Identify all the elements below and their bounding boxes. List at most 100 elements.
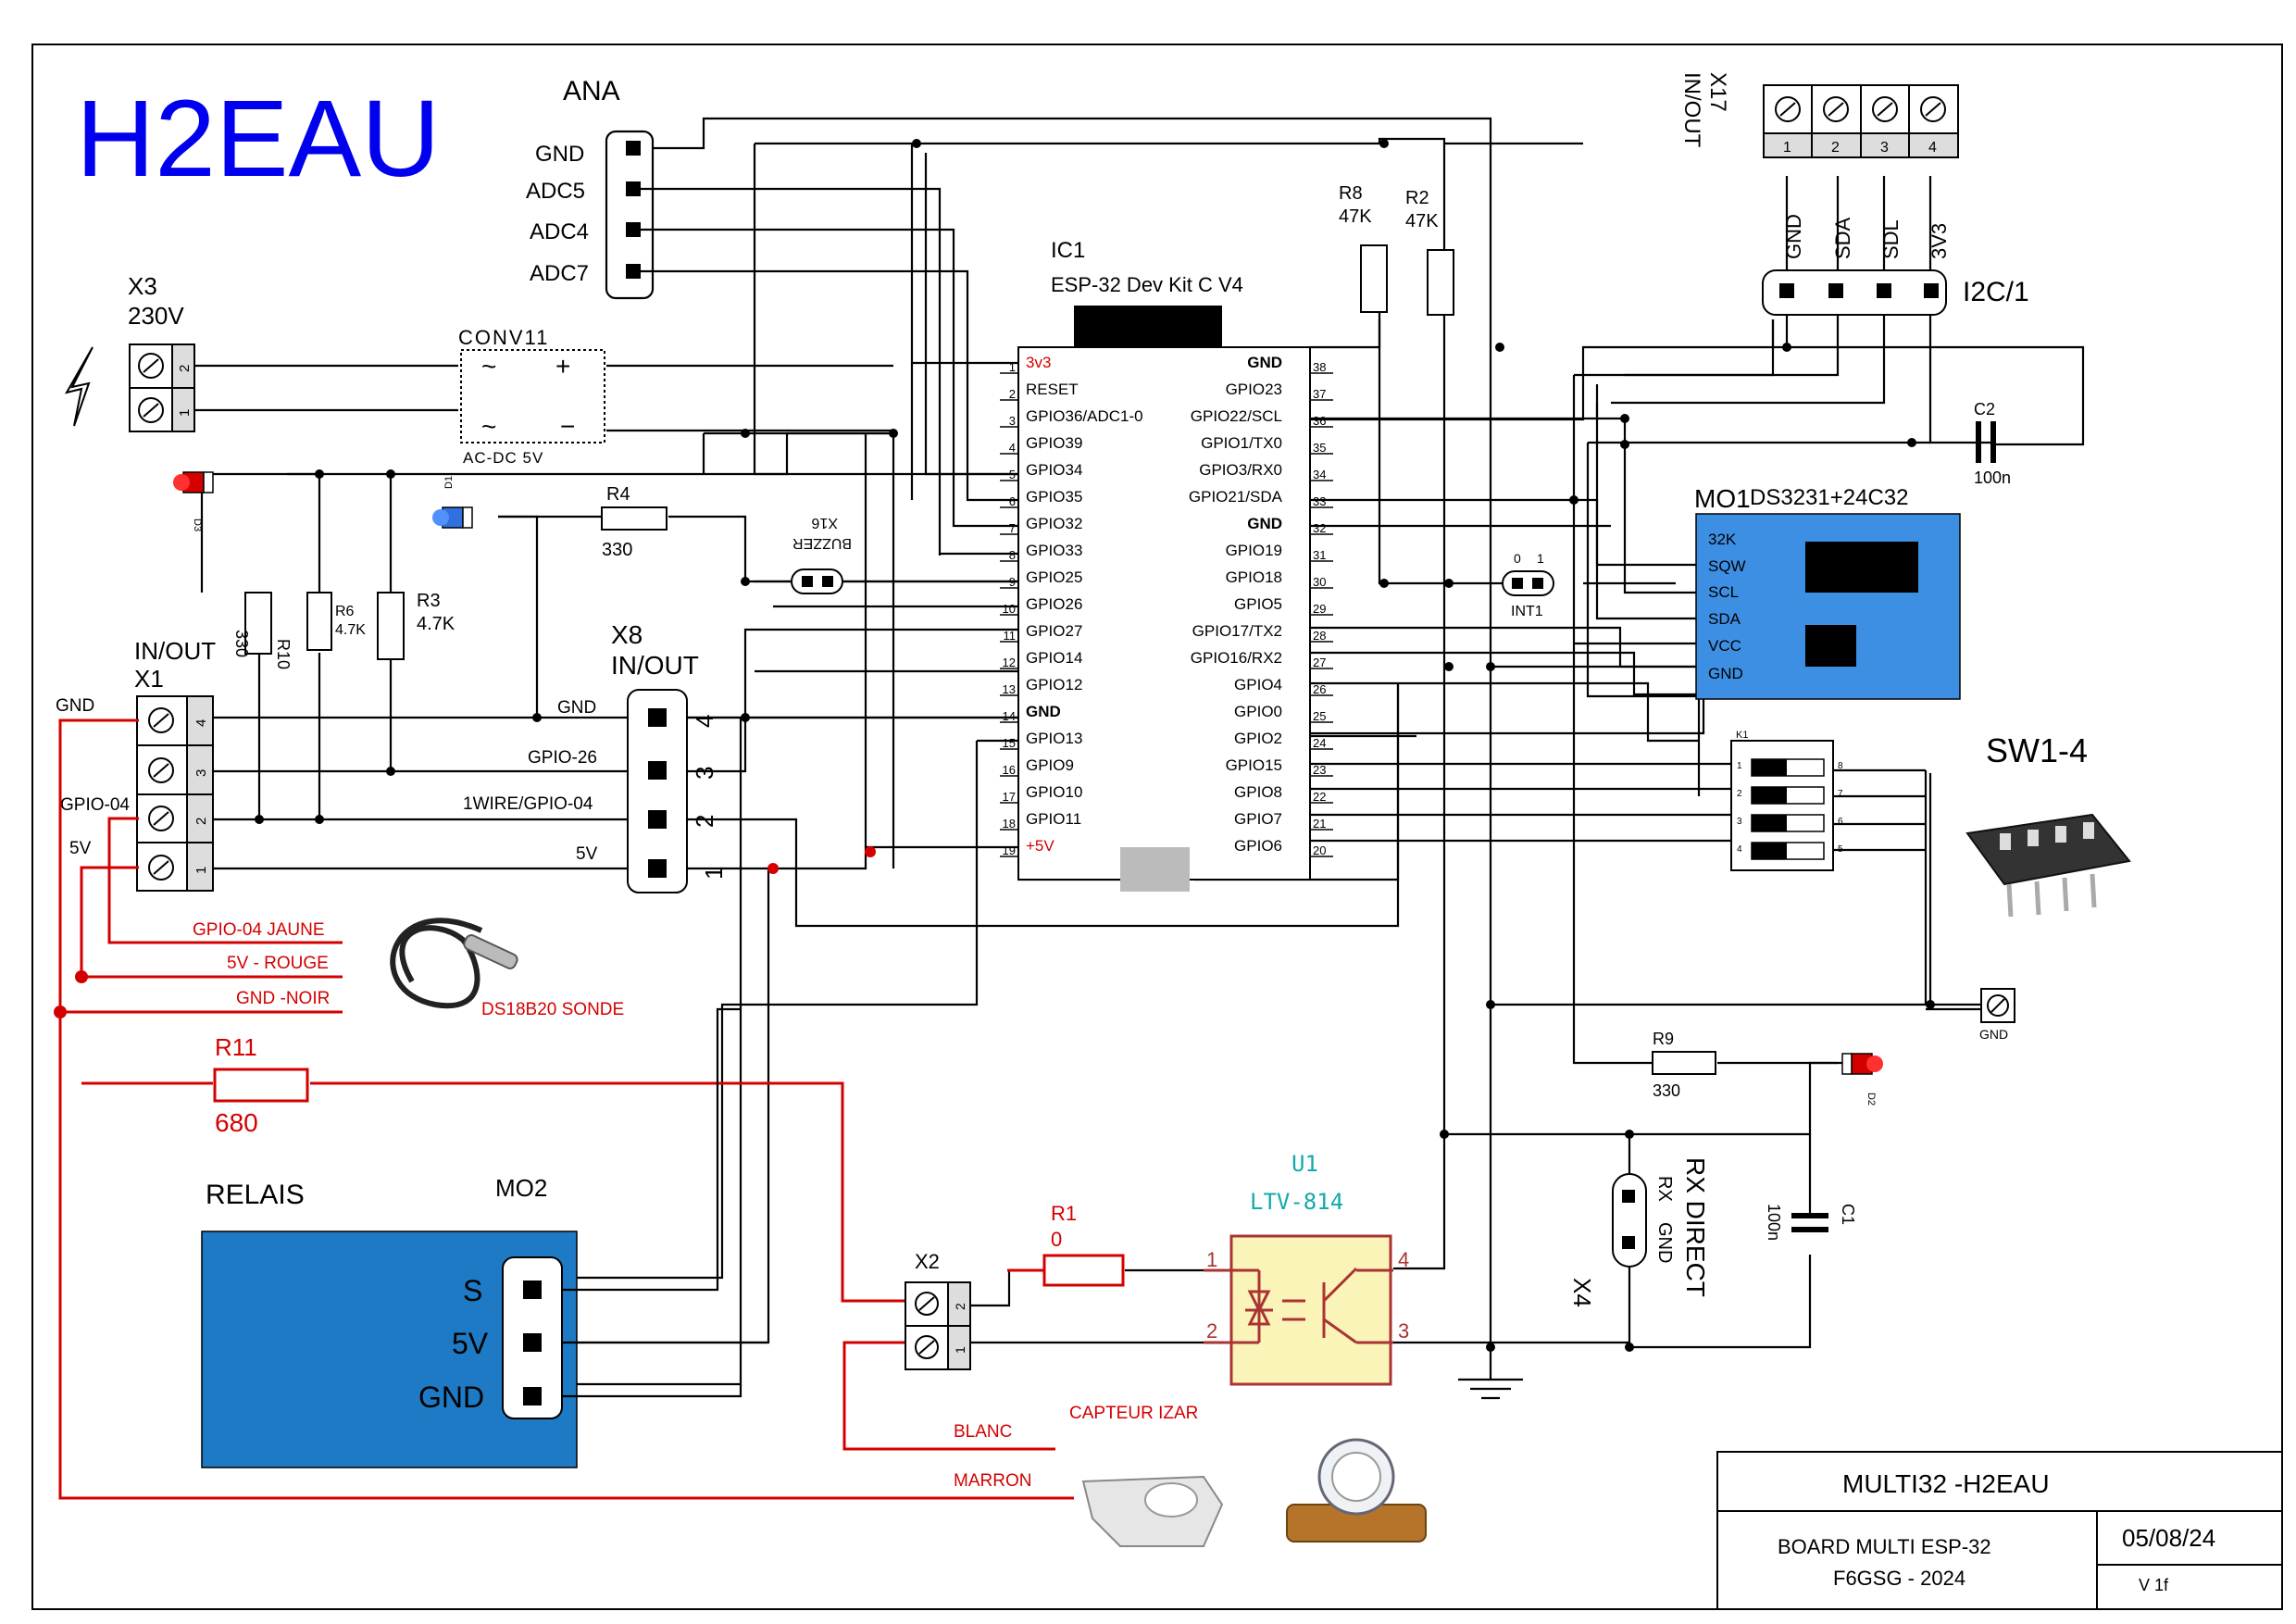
ana-pin-adc5: ADC5 <box>526 179 585 204</box>
ic1-left-pin-label: GPIO25 <box>1026 568 1082 586</box>
led-d2: D2 <box>1841 1053 1883 1106</box>
ic1-left-pin-num: 17 <box>1003 790 1016 804</box>
x17-connector: IN/OUT X17 1 2 3 4 GND SDA SDL 3V3 <box>1679 72 1959 259</box>
svg-text:GND: GND <box>1782 214 1805 259</box>
svg-text:330: 330 <box>602 540 632 560</box>
svg-text:U1: U1 <box>1292 1151 1318 1177</box>
svg-text:GND: GND <box>1979 1027 2008 1042</box>
svg-text:47K: 47K <box>1405 211 1439 231</box>
svg-text:330: 330 <box>1653 1081 1680 1100</box>
lightning-icon <box>64 346 94 427</box>
svg-text:2: 2 <box>1831 140 1840 156</box>
ic1-left-pin-num: 16 <box>1003 763 1016 777</box>
svg-text:3: 3 <box>1398 1319 1409 1343</box>
author: F6GSG - 2024 <box>1833 1567 1965 1590</box>
svg-text:LTV-814: LTV-814 <box>1250 1189 1343 1215</box>
relais-title: RELAIS <box>206 1180 305 1210</box>
ic1-left-pin-num: 5 <box>1009 468 1016 481</box>
ic1-left-pin-num: 6 <box>1009 494 1016 508</box>
ic1-right-pin-label: GPIO0 <box>1234 703 1282 720</box>
svg-text:GND: GND <box>56 696 94 716</box>
svg-text:R6: R6 <box>335 604 355 619</box>
title-block: MULTI32 -H2EAU BOARD MULTI ESP-32 F6GSG … <box>1716 1451 2283 1610</box>
svg-text:R11: R11 <box>215 1033 257 1061</box>
ic1-left-pin-label: GPIO26 <box>1026 595 1082 613</box>
svg-text:X16: X16 <box>811 515 838 531</box>
ic1-right-pin-label: GND <box>1247 515 1282 532</box>
ic1-right-pin-label: GPIO1/TX0 <box>1201 434 1282 452</box>
int1-jumper: 0 1 INT1 <box>1502 551 1554 619</box>
i2c-connector: I2C/1 <box>1762 269 2029 316</box>
svg-text:DS3231+24C32: DS3231+24C32 <box>1750 485 1908 510</box>
ic1-right-pin-num: 23 <box>1313 763 1326 777</box>
ic1-right-pin-label: GPIO22/SCL <box>1191 407 1282 425</box>
ic1-right-pin-num: 24 <box>1313 736 1326 750</box>
svg-text:1: 1 <box>1783 140 1791 156</box>
ground-icon <box>1458 1378 1523 1400</box>
svg-text:R8: R8 <box>1339 183 1363 204</box>
ic1-right-pin-label: GPIO7 <box>1234 810 1282 828</box>
capacitor-c2: C2 100n <box>1974 400 2011 487</box>
svg-text:0: 0 <box>1514 551 1521 566</box>
ana-pin-gnd: GND <box>535 142 584 167</box>
svg-text:2: 2 <box>953 1303 967 1310</box>
svg-text:6: 6 <box>1838 817 1843 827</box>
svg-text:4.7K: 4.7K <box>335 622 366 638</box>
ic1-right-pin-label: GPIO15 <box>1226 756 1282 774</box>
ic1-left-pin-num: 7 <box>1009 521 1016 535</box>
ic1-left-pin-label: GPIO39 <box>1026 434 1082 452</box>
ic1-right-pin-num: 37 <box>1313 387 1326 401</box>
svg-text:4: 4 <box>193 719 209 727</box>
ic1-right-pin-num: 28 <box>1313 629 1326 643</box>
ic1-left-pin-label: 3v3 <box>1026 354 1051 371</box>
x3-name: X3 <box>128 272 157 300</box>
ic1-left-pin-label: GPIO34 <box>1026 461 1082 479</box>
conv11: CONV11 ~ ~ + − AC-DC 5V <box>458 326 605 467</box>
ic1-right-pin-num: 33 <box>1313 494 1326 508</box>
ic1-left-pin-num: 9 <box>1009 575 1016 589</box>
capteur-izar: CAPTEUR IZAR BLANC MARRON <box>954 1404 1198 1491</box>
svg-text:4: 4 <box>1928 140 1937 156</box>
svg-text:GND -NOIR: GND -NOIR <box>236 989 330 1008</box>
svg-text:5V - ROUGE: 5V - ROUGE <box>227 954 329 973</box>
x2-connector: X2 2 1 <box>905 1250 971 1370</box>
dip-switch-photo-icon <box>1965 813 2131 918</box>
svg-text:5V: 5V <box>576 844 598 864</box>
svg-text:4.7K: 4.7K <box>417 614 455 634</box>
ic1-left-pin-num: 12 <box>1003 656 1016 669</box>
svg-text:1: 1 <box>1737 761 1742 771</box>
dip-switch-k1: K1 12 34 87 65 SW1-4 <box>1730 730 2088 871</box>
svg-text:3: 3 <box>1880 140 1889 156</box>
svg-text:1: 1 <box>193 867 209 874</box>
ic1-right-pin-num: 30 <box>1313 575 1326 589</box>
svg-text:2: 2 <box>1737 789 1742 799</box>
svg-text:D2: D2 <box>1866 1093 1877 1106</box>
svg-text:3: 3 <box>193 769 209 777</box>
x8-name: X8 <box>611 620 643 649</box>
svg-text:1: 1 <box>1206 1248 1217 1271</box>
ic1-left-pin-label: GPIO33 <box>1026 542 1082 559</box>
svg-text:680: 680 <box>215 1108 258 1137</box>
ic1-right-pin-num: 31 <box>1313 548 1326 562</box>
svg-text:~: ~ <box>481 352 496 381</box>
svg-text:C1: C1 <box>1839 1204 1857 1225</box>
svg-text:100n: 100n <box>1974 468 2011 487</box>
svg-text:4: 4 <box>1737 844 1742 855</box>
svg-text:R10: R10 <box>274 639 293 669</box>
conv-name: CONV11 <box>458 326 549 349</box>
svg-text:SDL: SDL <box>1879 219 1903 259</box>
ic1-left-pin-label: GND <box>1026 703 1061 720</box>
ic1-left-pin-num: 11 <box>1004 629 1017 643</box>
svg-text:GND: GND <box>1654 1222 1675 1263</box>
x8-title: IN/OUT <box>611 651 699 680</box>
ic1-left-pin-label: GPIO12 <box>1026 676 1082 693</box>
ic1-right-pin-label: GPIO2 <box>1234 730 1282 747</box>
x3-pin-1: 1 <box>177 409 193 417</box>
svg-text:INT1: INT1 <box>1511 604 1543 619</box>
svg-text:1: 1 <box>953 1346 967 1354</box>
x3-pin-2: 2 <box>177 365 193 372</box>
x3-connector: X3 230V 2 1 <box>64 272 195 432</box>
ic1-right-pin-label: GPIO19 <box>1226 542 1282 559</box>
ic1-left-pin-label: GPIO35 <box>1026 488 1082 506</box>
